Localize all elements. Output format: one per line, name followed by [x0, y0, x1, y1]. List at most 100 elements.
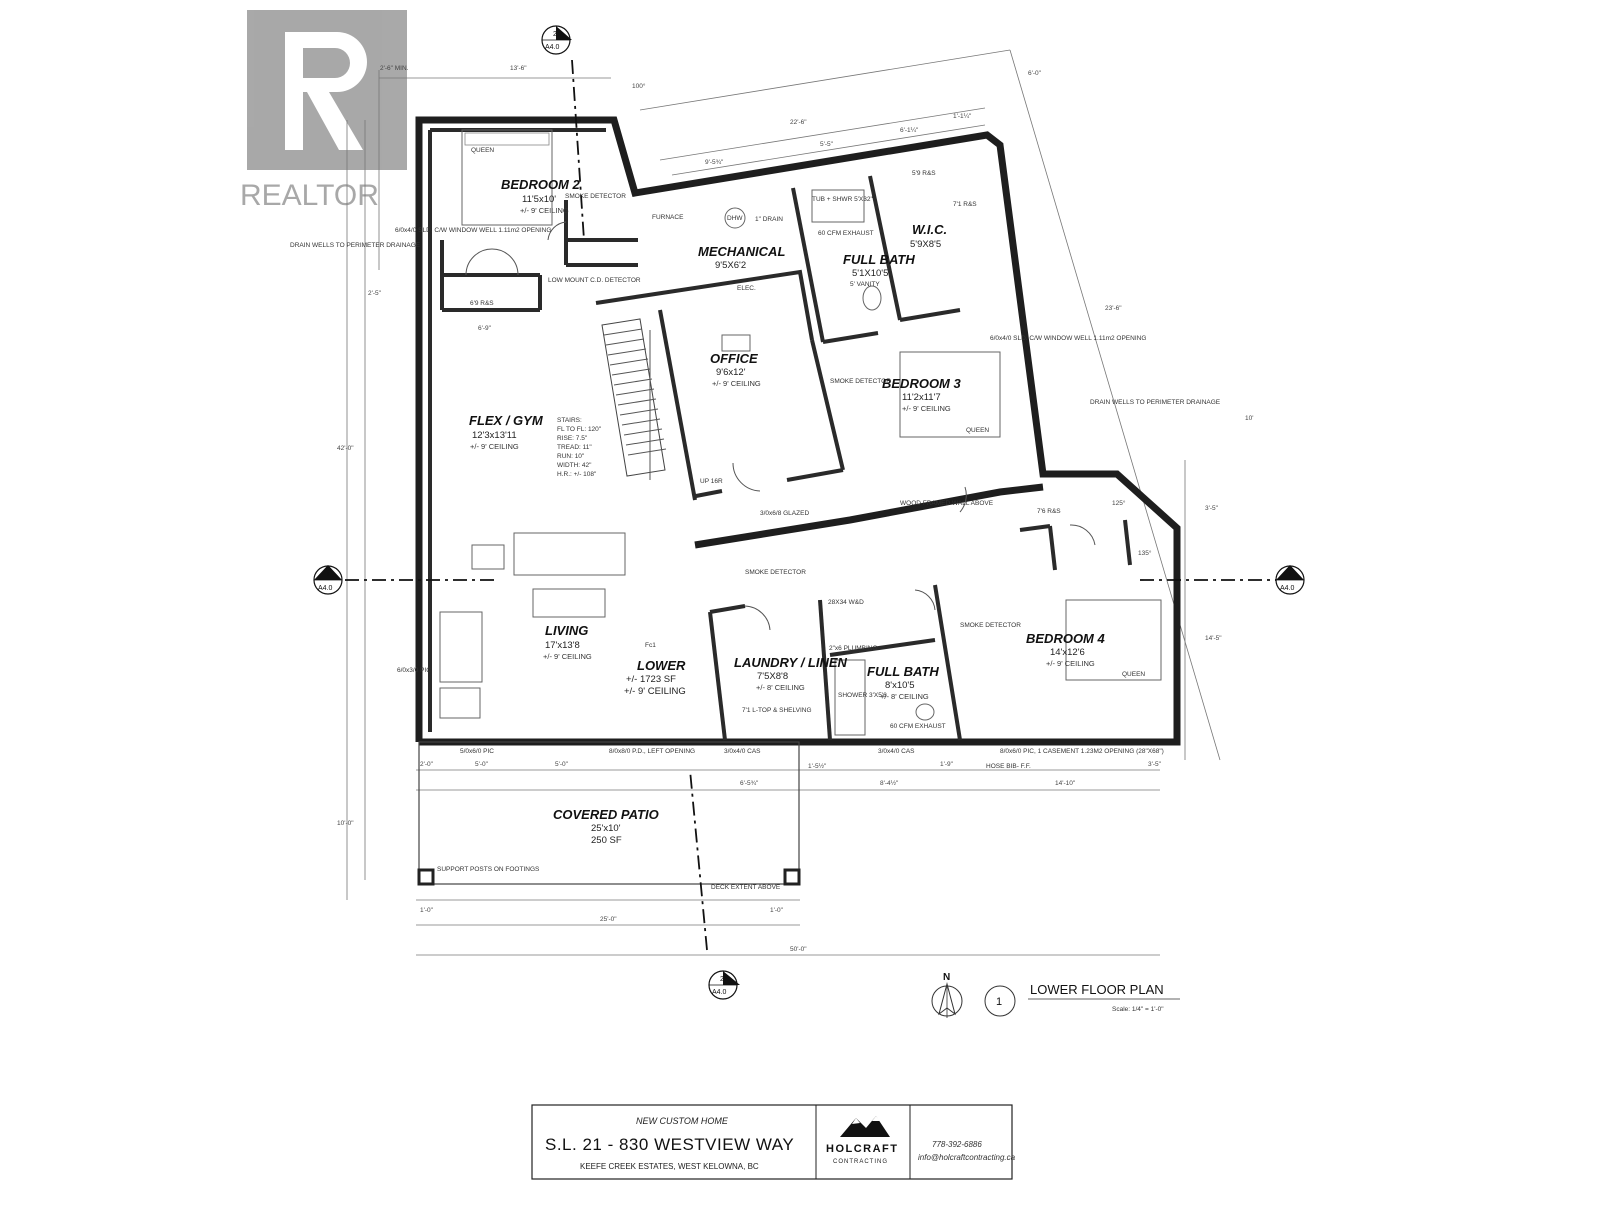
flex-gym-ceiling: +/- 9' CEILING [470, 442, 519, 451]
dim-top-2-6-min: 2'-6" MIN. [380, 65, 409, 72]
bedroom2-size: 11'5x10' [522, 194, 556, 205]
coffee-table [532, 588, 606, 618]
flex-gym-name: FLEX / GYM [469, 413, 544, 428]
queen-note-2: QUEEN [966, 427, 989, 434]
realtor-r-icon [285, 32, 367, 150]
mechanical-name: MECHANICAL [698, 244, 785, 259]
stairs-spec-3: TREAD: 11" [557, 444, 592, 451]
full-bath-2-name: FULL BATH [867, 664, 939, 679]
dim-bot-14-10: 14'-10" [1055, 780, 1076, 787]
title-block-location: KEEFE CREEK ESTATES, WEST KELOWNA, BC [580, 1162, 759, 1171]
office-desk [721, 334, 751, 352]
north-arrow: N [931, 972, 963, 1018]
dim-bot-3-5: 3'-5" [1148, 761, 1162, 768]
queen-note-1: QUEEN [471, 147, 494, 154]
dim-bot-25-0: 25'-0" [600, 916, 617, 923]
holcraft-mountain-icon [840, 1116, 890, 1137]
dim-bot-2-0: 2'-0" [420, 761, 434, 768]
dim-right-3-5: 3'-5" [1205, 505, 1219, 512]
title-block-frame [531, 1104, 1013, 1180]
bedroom2-name: BEDROOM 2 [501, 177, 581, 192]
realtor-watermark: REALTOR [240, 10, 407, 212]
plan-title-text: LOWER FLOOR PLAN [1030, 982, 1164, 997]
dim-left-6-9: 6'-9" [478, 325, 492, 332]
toilet-2 [915, 703, 935, 721]
dim-right-14-5: 14'-5" [1205, 635, 1222, 642]
plumbing-note: 2"x6 PLUMBING [829, 645, 878, 652]
realtor-text: REALTOR [240, 179, 379, 212]
dim-right-10: 10' [1245, 415, 1253, 422]
section-right-ref: A4.0 [1280, 585, 1295, 592]
lower-name: LOWER [637, 658, 686, 673]
hose-note: HOSE BIB- F.F. [986, 763, 1031, 770]
glazed-door-note: 3/0x6/8 GLAZED [760, 510, 809, 517]
outer-wall [415, 116, 1181, 746]
cas-window-2-note: 3/0x4/0 CAS [878, 748, 915, 755]
section-left-num: 1 [326, 572, 330, 579]
section-cut-lines [345, 59, 1290, 951]
company-email: info@holcraftcontracting.ca [918, 1153, 1016, 1162]
title-block-line1: NEW CUSTOM HOME [636, 1116, 729, 1126]
pic-window-right-note: 8/0x6/0 PIC, 1 CASEMENT 1.23M2 OPENING (… [1000, 748, 1164, 755]
dim-angle-135: 135° [1138, 549, 1152, 557]
plan-number: 1 [996, 996, 1002, 1008]
dim-top-1-1: 1'-1¼" [953, 113, 972, 120]
sld-window-left-note: 6/0x4/0 SLD. C/W WINDOW WELL 1.11m2 OPEN… [395, 227, 551, 234]
stairs-spec-6: H.R.: +/- 108" [557, 471, 597, 478]
smoke-note-3: SMOKE DETECTOR [745, 569, 806, 576]
floor-drain-note: 1" DRAIN [755, 216, 783, 223]
plan-title: 1 LOWER FLOOR PLAN Scale: 1/4" = 1'-0" [984, 982, 1180, 1017]
section-top-num: 2 [553, 31, 557, 38]
plan-scale: Scale: 1/4" = 1'-0" [1112, 1006, 1164, 1013]
dim-angle-100: 100° [632, 82, 646, 90]
bed-queen-2 [899, 351, 1001, 438]
section-bottom-num: 2 [720, 976, 724, 983]
office-size: 9'6x12' [716, 367, 746, 378]
laundry-name: LAUNDRY / LINEN [734, 655, 848, 670]
toilet-1 [862, 285, 882, 311]
living-name: LIVING [545, 623, 588, 638]
shower [834, 659, 866, 736]
company-name: HOLCRAFT [826, 1143, 899, 1155]
stairs-spec-0: STAIRS: [557, 417, 582, 424]
tub-note: TUB + SHWR 5'X32" [812, 196, 873, 203]
side-table [471, 544, 505, 570]
stairs-spec-5: WIDTH: 42" [557, 462, 592, 469]
armchair [439, 611, 483, 683]
rs-note-3: 7'6 R&S [1037, 508, 1061, 515]
section-top-ref: A4.0 [545, 44, 560, 51]
company-phone: 778-392-6886 [932, 1140, 982, 1149]
bedroom2-ceiling: +/- 9' CEILING [520, 206, 569, 215]
dim-left-10: 10'-0" [337, 820, 354, 827]
rs-note-4: 7'1 R&S [953, 201, 977, 208]
wic-name: W.I.C. [912, 222, 947, 237]
shelving-note: 7'1 L-TOP & SHELVING [742, 707, 812, 714]
dhw-tank [724, 207, 746, 229]
patio-area: 250 SF [591, 835, 622, 846]
sofa [513, 532, 626, 576]
dimension-lines [346, 49, 1221, 956]
rs-note-2: 5'9 R&S [912, 170, 936, 177]
laundry-ceiling: +/- 8' CEILING [756, 683, 805, 692]
drain-note-left: DRAIN WELLS TO PERIMETER DRAINAGE [290, 242, 421, 249]
furnace-note: FURNACE [652, 214, 684, 221]
dim-bot-5-0a: 5'-0" [475, 761, 489, 768]
dim-top-9-5: 9'-5¾" [705, 159, 724, 166]
patio-door-note: 8/0x8/0 P.D., LEFT OPENING [609, 748, 695, 755]
bedroom4-name: BEDROOM 4 [1026, 631, 1106, 646]
bedroom3-size: 11'2x11'7 [902, 392, 941, 403]
section-marker-bottom: 2 A4.0 [708, 970, 740, 1000]
furniture [439, 129, 1162, 736]
dim-bot-1-0b: 1'-0" [770, 907, 784, 914]
section-left-ref: A4.0 [318, 585, 333, 592]
elec-note: ELEC. [737, 285, 756, 292]
section-right-num: 1 [1288, 572, 1292, 579]
dim-bot-50-0: 50'-0" [790, 946, 807, 953]
dim-bot-1-5: 1'-5½" [808, 762, 827, 770]
dim-left-2-5: 2'-5" [368, 290, 382, 297]
stairs-spec-2: RISE: 7.5" [557, 435, 588, 442]
living-ceiling: +/- 9' CEILING [543, 652, 592, 661]
dim-top-6-1: 6'-1¼" [900, 127, 919, 134]
pic-6-0-note: 6/0x3/0 PIC [397, 667, 431, 674]
